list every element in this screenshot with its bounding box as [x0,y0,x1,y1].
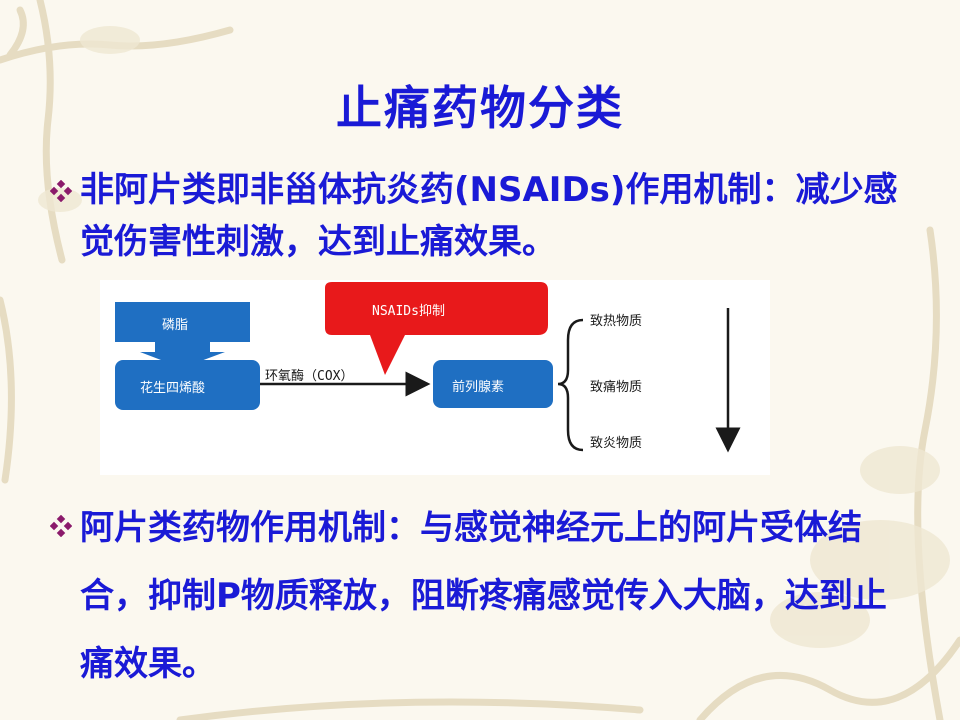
output-inflammatory: 致炎物质 [590,436,643,451]
box-prostaglandin-label: 前列腺素 [452,380,505,395]
page-title: 止痛药物分类 [336,81,624,135]
callout-label: NSAIDs抑制 [372,304,445,319]
bullet-text-nsaids: 非阿片类即非甾体抗炎药(NSAIDs)作用机制：减少感觉伤害性刺激，达到止痛效果… [80,170,898,262]
bullet-text-opioids: 阿片类药物作用机制：与感觉神经元上的阿片受体结合，抑制P物质释放，阻断疼痛感觉传… [80,508,887,684]
output-pyrogenic: 致热物质 [590,314,643,329]
box-arachidonic-label: 花生四烯酸 [140,381,206,396]
diamond-bullet-icon [50,515,72,537]
diamond-bullet-icon [50,180,72,202]
output-algogenic: 致痛物质 [590,380,643,395]
enzyme-label: 环氧酶（COX） [265,369,354,384]
mechanism-diagram: 磷脂 花生四烯酸 环氧酶（COX） NSAIDs抑制 前列腺素 致热物质 致痛物… [100,280,770,475]
box-phospholipid-label: 磷脂 [162,318,189,333]
